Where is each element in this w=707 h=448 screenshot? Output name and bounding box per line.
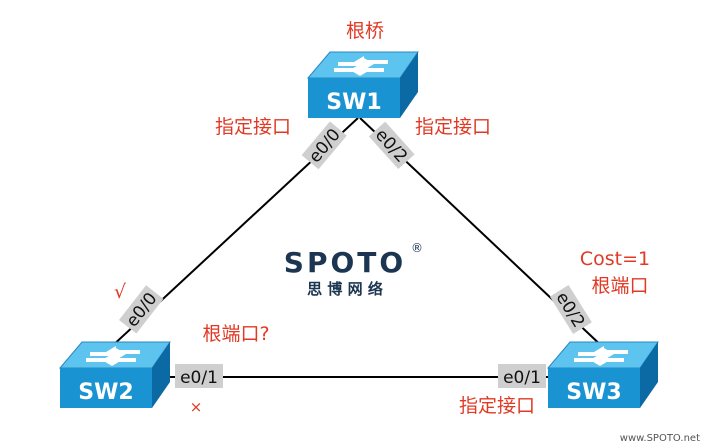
- port-sw2-e01: e0/1: [175, 364, 223, 388]
- switch-label: SW1: [326, 90, 381, 115]
- switch-label: SW3: [566, 380, 621, 405]
- designated-port-label: 指定接口: [415, 116, 491, 138]
- designated-port-label: 指定接口: [215, 116, 291, 138]
- svg-text:e0/1: e0/1: [180, 368, 218, 388]
- port-sw3-e02: e0/2: [549, 284, 592, 334]
- switch-sw2[interactable]: SW2: [59, 341, 171, 409]
- watermark: www.SPOTO.net: [620, 433, 700, 444]
- spoto-logo: SPOTO ® 思 博 网 络: [284, 241, 423, 298]
- root-port-label: 根端口: [591, 275, 648, 297]
- port-sw1-e00: e0/0: [301, 121, 347, 170]
- svg-text:e0/1: e0/1: [503, 368, 541, 388]
- root-port-question-label: 根端口?: [202, 323, 269, 345]
- port-sw3-e01: e0/1: [498, 364, 546, 388]
- svg-text:SPOTO: SPOTO: [284, 246, 406, 279]
- designated-port-label: 指定接口: [459, 395, 535, 417]
- switch-label: SW2: [78, 380, 133, 405]
- cost-label: Cost=1: [580, 248, 650, 270]
- cross-mark: ×: [190, 398, 203, 416]
- svg-text:思 博 网 络: 思 博 网 络: [307, 280, 383, 298]
- switch-sw3[interactable]: SW3: [547, 341, 659, 409]
- svg-text:®: ®: [411, 241, 423, 255]
- switch-sw1[interactable]: SW1: [307, 51, 419, 119]
- check-mark: √: [114, 281, 127, 303]
- root-bridge-label: 根桥: [346, 20, 384, 42]
